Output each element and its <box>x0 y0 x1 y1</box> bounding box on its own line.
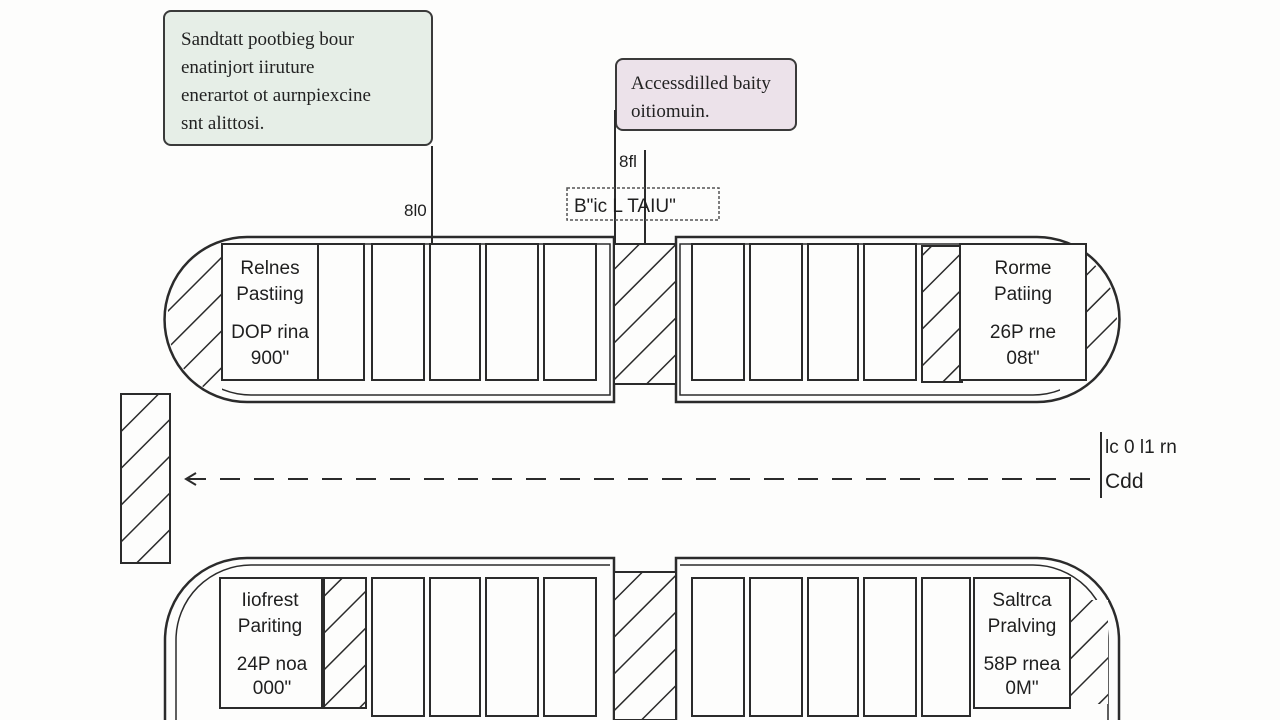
bottom-outline-left <box>163 556 248 720</box>
aisle-dimension-bottom: Cdd <box>1105 470 1144 493</box>
top-right-bay-angle: 08t" <box>1006 348 1039 369</box>
parking-stall <box>807 243 859 381</box>
bottom-right-bay-angle: 0M" <box>1005 678 1038 699</box>
drive-aisle: lc 0 l1 rn Cdd <box>120 393 1177 564</box>
parking-stall <box>921 577 971 717</box>
parking-stall <box>371 577 425 717</box>
top-parking-block: Relnes Pastiing DOP rina 900" Rorme Pati… <box>163 235 1121 404</box>
bottom-right-hatched-end <box>1070 600 1108 704</box>
parking-stall <box>863 243 917 381</box>
entrance-hatched-barrier <box>120 393 171 564</box>
callout-right-line-1: Accessdilled baity <box>631 73 771 94</box>
bottom-right-bay-name-1: Saltrca <box>992 590 1052 611</box>
bottom-center-hatched-divider <box>613 571 677 720</box>
top-left-wing-outline <box>163 235 616 404</box>
callout-note-left: Sandtatt pootbieg bour enatinjort iirutu… <box>163 10 433 146</box>
bottom-left-bay-name-2: Pariting <box>238 616 302 637</box>
top-right-bay-size: 26P rne <box>990 322 1056 343</box>
bottom-right-bay-size: 58P rnea <box>984 654 1061 675</box>
callout-left-line-1: Sandtatt pootbieg bour <box>181 29 355 50</box>
top-left-bay-size: DOP rina <box>231 322 309 343</box>
bottom-left-hatched-stall <box>323 577 367 709</box>
bottom-left-bay-name-1: Iiofrest <box>241 590 299 611</box>
dimension-label-center: 8fl <box>619 152 637 171</box>
center-dimension-text: B"ic L TAIU" <box>574 196 676 217</box>
bottom-left-stalls <box>371 577 597 717</box>
bottom-inner-left <box>175 564 252 720</box>
parking-stall <box>317 243 365 381</box>
callout-right-line-2: oitiomuin. <box>631 101 710 122</box>
bottom-left-bay <box>219 577 323 709</box>
parking-stall <box>749 577 803 717</box>
parking-stall <box>543 577 597 717</box>
center-dimension-box <box>566 187 720 221</box>
parking-stall <box>429 243 481 381</box>
top-right-bay-name-1: Rorme <box>994 258 1051 279</box>
top-left-bay-name-2: Pastiing <box>236 284 304 305</box>
parking-stall <box>691 243 745 381</box>
parking-stall <box>429 577 481 717</box>
top-right-bay <box>959 243 1087 381</box>
callout-left-line-3: enerartot ot aurnpiexcine <box>181 85 371 106</box>
dimension-label-left: 8l0 <box>404 201 427 220</box>
parking-stall <box>691 577 745 717</box>
bottom-parking-block: Iiofrest Pariting 24P noa 000" Saltrca P… <box>163 556 1121 720</box>
bottom-left-bay-angle: 000" <box>253 678 291 699</box>
arrow-left-icon <box>184 472 197 486</box>
bottom-right-stalls <box>691 577 971 717</box>
aisle-dimension-top: lc 0 l1 rn <box>1105 437 1177 458</box>
top-left-bay-angle: 900" <box>251 348 289 369</box>
top-center-hatched-divider <box>613 243 677 385</box>
top-right-hatched-stall <box>921 245 963 383</box>
parking-stall <box>543 243 597 381</box>
parking-stall <box>749 243 803 381</box>
top-right-stalls <box>691 243 917 381</box>
top-right-bay-name-2: Patiing <box>994 284 1052 305</box>
top-left-stalls <box>317 243 597 381</box>
parking-stall <box>485 577 539 717</box>
callout-left-line-2: enatinjort iiruture <box>181 57 315 78</box>
bottom-right-bay-name-2: Pralving <box>988 616 1057 637</box>
parking-stall <box>485 243 539 381</box>
callout-left-line-4: snt alittosi. <box>181 113 265 134</box>
bottom-right-bay <box>973 577 1071 709</box>
top-left-hatched-end <box>168 244 222 394</box>
bottom-left-bay-size: 24P noa <box>237 654 308 675</box>
parking-stall <box>807 577 859 717</box>
callout-note-right: Accessdilled baity oitiomuin. <box>615 58 797 131</box>
top-left-bay-name-1: Relnes <box>240 258 299 279</box>
parking-stall <box>863 577 917 717</box>
parking-stall <box>371 243 425 381</box>
